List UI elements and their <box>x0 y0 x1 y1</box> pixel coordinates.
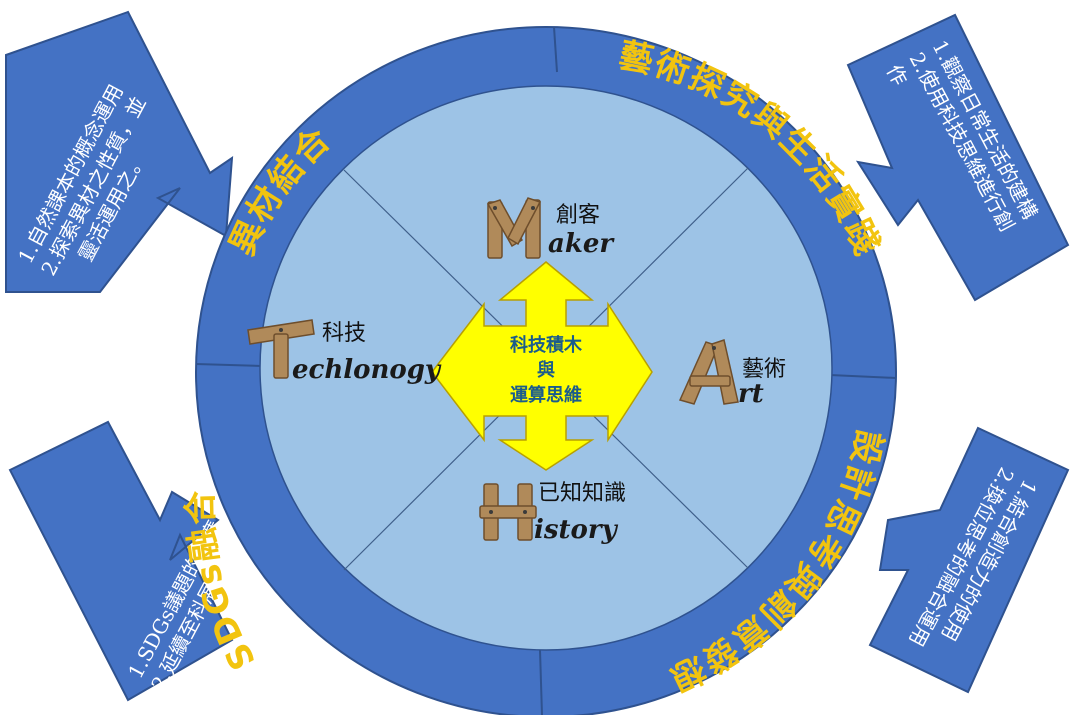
wood-letter-h-icon <box>479 483 537 541</box>
wood-letter-t-icon <box>247 319 315 379</box>
callout-shape <box>868 426 1070 694</box>
wood-letter-m-icon <box>486 197 542 259</box>
ring-divider <box>539 649 543 715</box>
word-art-rest: rt <box>738 379 764 409</box>
label-technology: 科技 <box>322 321 366 346</box>
label-maker: 創客 <box>556 203 600 228</box>
center-text-line3: 運算思維 <box>510 384 582 406</box>
ring-divider <box>553 26 558 73</box>
callout-bottom-right: 1.結合創造力的使用 2.換位思考的融合運用 <box>868 426 1070 694</box>
center-text-line1: 科技積木 <box>510 334 583 356</box>
word-history-rest: istory <box>534 515 619 545</box>
quadrant-art: rt 藝術 <box>678 339 786 409</box>
word-technology-rest: echlonogy <box>292 355 442 385</box>
wood-letter-a-icon <box>678 339 739 405</box>
callout-top-left: 1.自然課本的概念運用 2.探索異材之性質，並 靈活運用之。 <box>5 10 234 293</box>
quadrant-history: 已知知識 istory <box>479 481 626 545</box>
callout-top-right: 1.觀察日常生活的建構 2.使用科技思維進行創 作 <box>846 13 1070 302</box>
quadrant-technology: 科技 echlonogy <box>247 319 442 385</box>
label-art: 藝術 <box>742 357 786 382</box>
quadrant-maker: aker 創客 <box>486 197 615 259</box>
word-maker-rest: aker <box>548 229 615 259</box>
center-four-way-arrow <box>431 261 653 471</box>
center-text-line2: 與 <box>537 359 555 381</box>
ring-divider <box>829 374 897 379</box>
label-history: 已知知識 <box>538 481 626 506</box>
callout-shape <box>846 13 1070 302</box>
ring-divider <box>195 363 263 367</box>
callout-shape <box>5 10 234 293</box>
callout-shape <box>8 420 234 702</box>
